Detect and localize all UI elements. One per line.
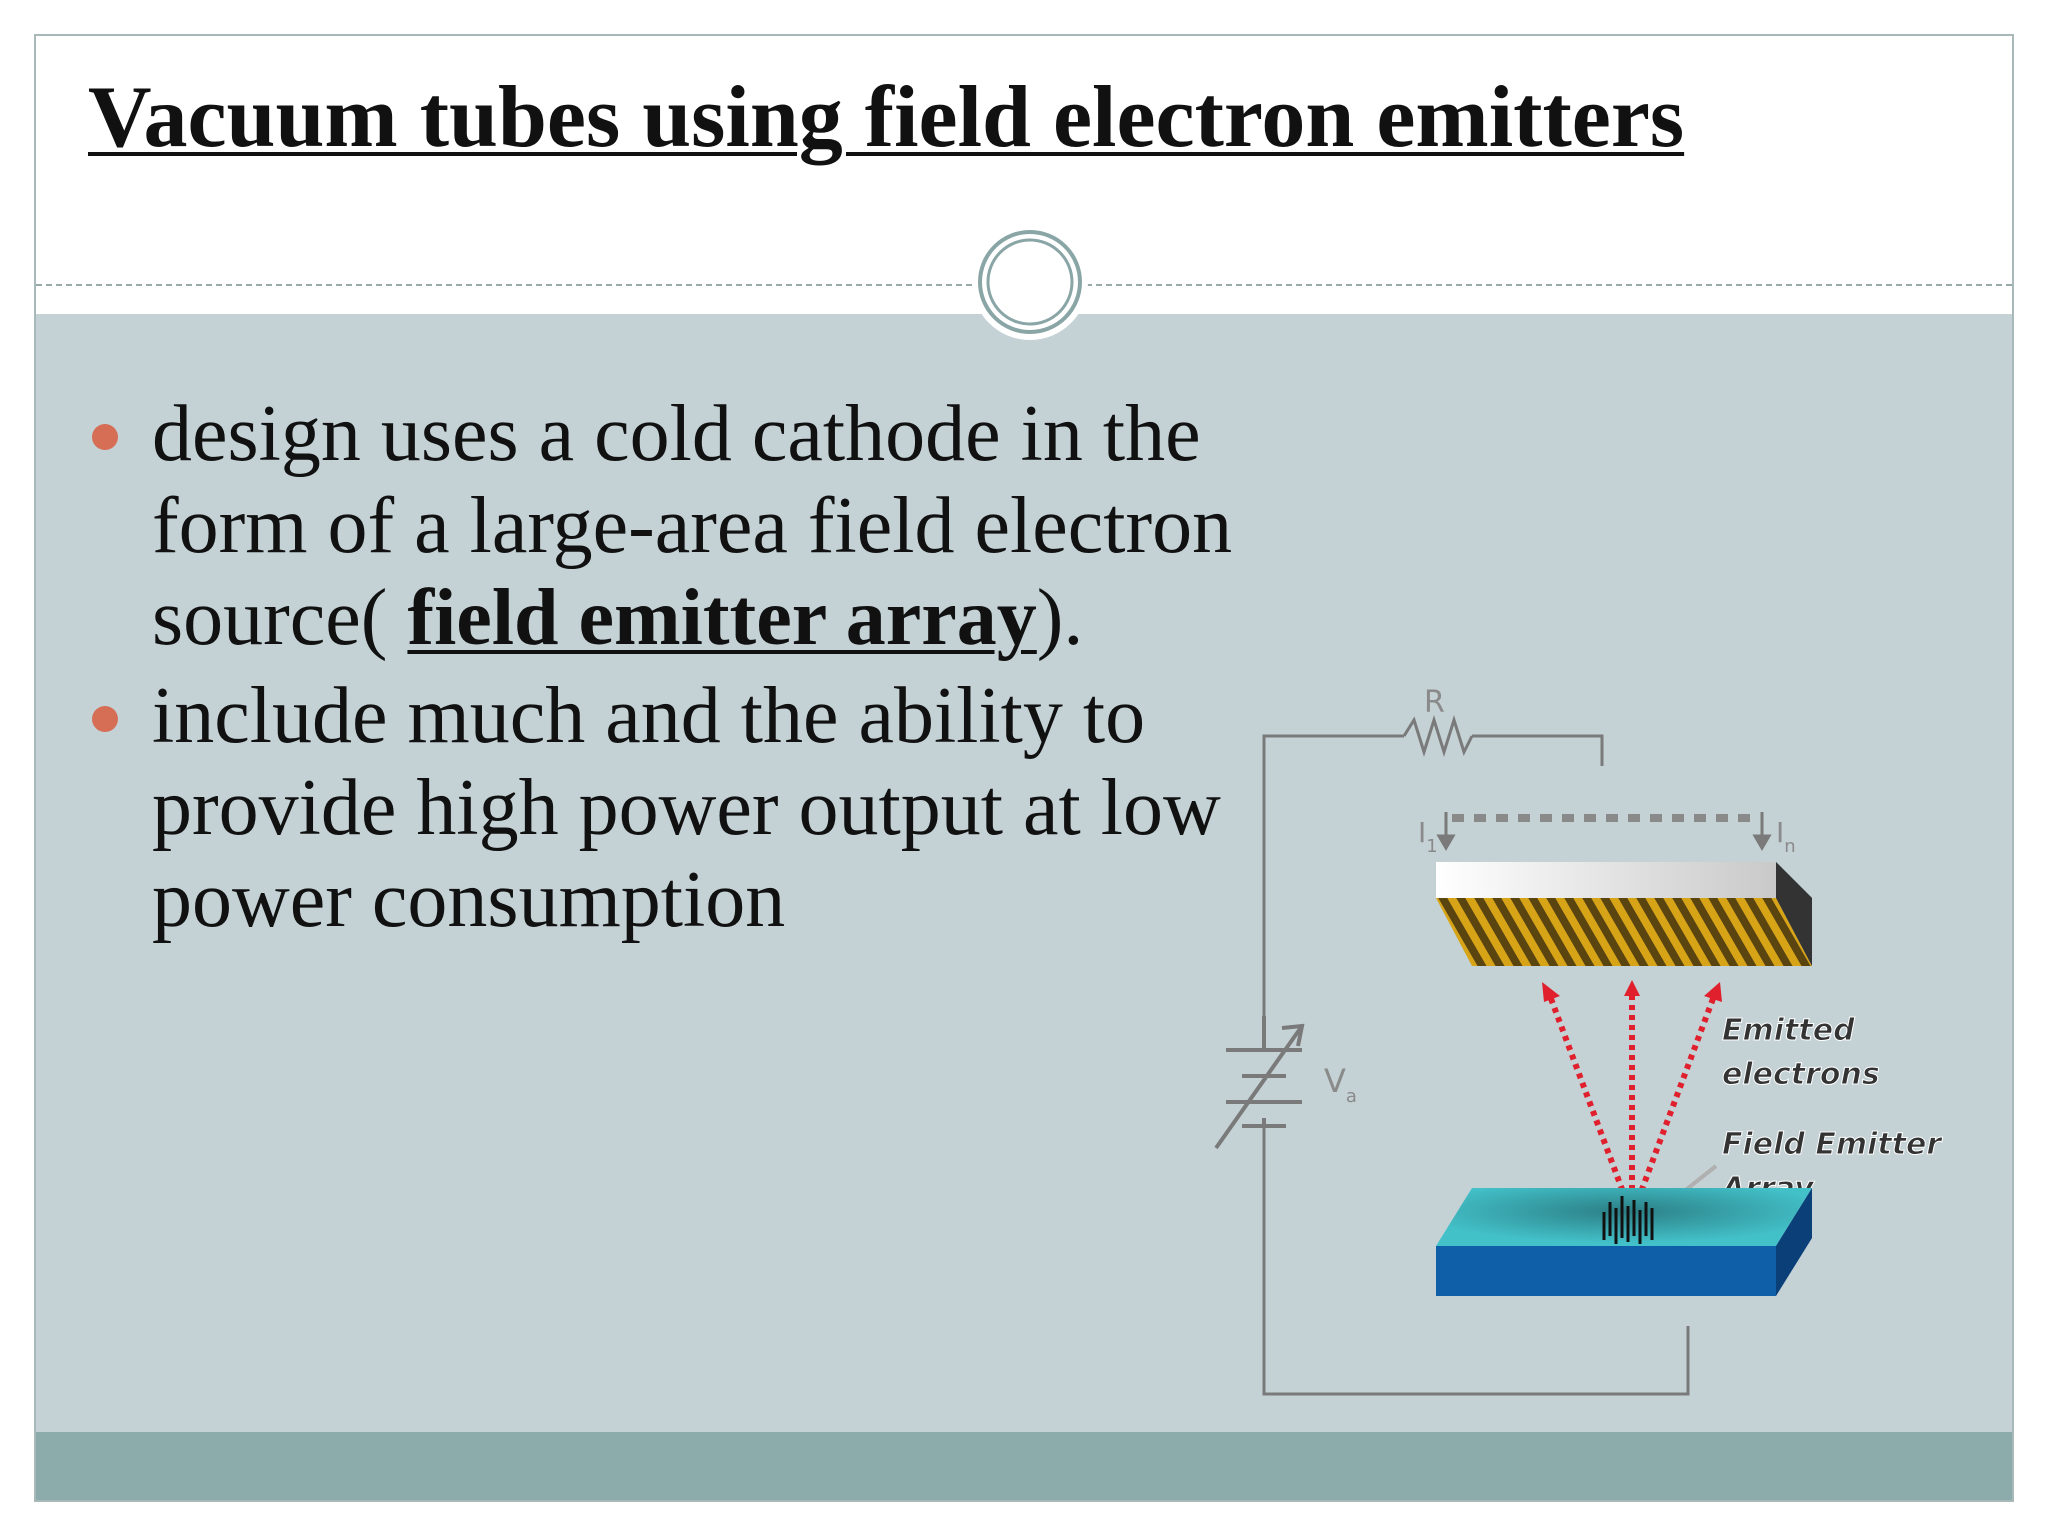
current-last-label: I: [1776, 816, 1784, 849]
resistor-label: R: [1424, 685, 1445, 720]
voltage-subscript: a: [1346, 1086, 1357, 1107]
svg-text:I1: I1: [1418, 816, 1438, 857]
bullet-dot-icon: [92, 424, 118, 450]
current-arrow-icons: [1436, 812, 1772, 851]
fea-label-line1: Field Emitter: [1722, 1127, 1943, 1162]
emitted-electron-arrows: [1547, 994, 1717, 1202]
emitted-label-line1: Emitted: [1722, 1013, 1855, 1048]
field-emission-diagram: R Va I1 In: [1214, 685, 1944, 1396]
circle-emblem-icon: [972, 224, 1088, 340]
bullet-1-text-before: design uses a cold cathode in the form o…: [152, 390, 1233, 662]
arrowhead-icons: [1542, 980, 1722, 1002]
bullet-1-emphasis: field emitter array: [407, 574, 1037, 662]
emitted-label-line2: electrons: [1722, 1057, 1880, 1092]
slide-title: Vacuum tubes using field electron emitte…: [88, 69, 1685, 166]
bullet-list: design uses a cold cathode in the form o…: [88, 388, 1248, 952]
emitter-tips-icon: [1602, 1196, 1654, 1244]
svg-text:Va: Va: [1324, 1062, 1357, 1107]
bullet-item-1: design uses a cold cathode in the form o…: [88, 388, 1248, 664]
slide: Vacuum tubes using field electron emitte…: [34, 34, 2014, 1502]
voltage-label: V: [1324, 1062, 1346, 1100]
resistor-icon: [1402, 714, 1474, 758]
current-last-subscript: n: [1784, 836, 1795, 857]
cathode-substrate: [1436, 1188, 1812, 1296]
current-first-label: I: [1418, 816, 1426, 849]
current-first-subscript: 1: [1426, 836, 1437, 857]
anode-plate: [1436, 862, 1812, 966]
bullet-1-text-after: ).: [1036, 574, 1084, 662]
variable-battery-icon: [1214, 1016, 1305, 1150]
bullet-dot-icon: [92, 706, 118, 732]
circuit-wires: [1262, 734, 1690, 1396]
svg-text:In: In: [1776, 816, 1796, 857]
footer-band: [36, 1432, 2012, 1500]
bullet-item-2: include much and the ability to provide …: [88, 670, 1248, 946]
bullet-2-text: include much and the ability to provide …: [152, 672, 1221, 944]
